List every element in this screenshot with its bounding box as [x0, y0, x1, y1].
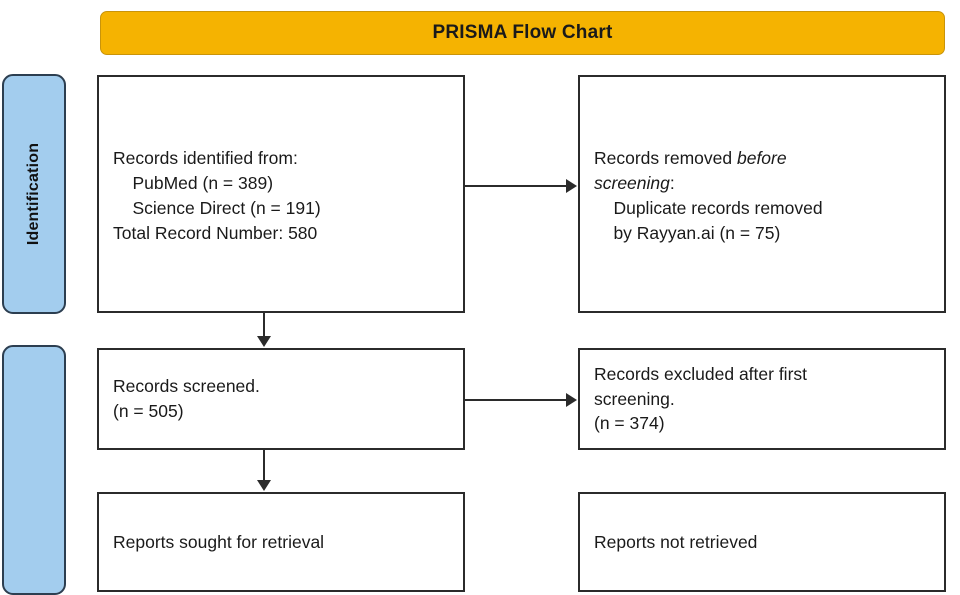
arrow-right-icon-screened-to-excluded	[566, 393, 577, 407]
arrow-down-icon-identified-to-screened	[257, 336, 271, 347]
flow-box-reports-sought: Reports sought for retrieval	[97, 492, 465, 592]
flow-box-records-removed: Records removed before screening: Duplic…	[578, 75, 946, 313]
arrow-down-icon-screened-to-sought	[257, 480, 271, 491]
flow-box-records-excluded-text: Records excluded after first screening. …	[594, 363, 808, 434]
stage-label-identification-text: Identification	[25, 142, 43, 246]
connector-identified-to-removed-line	[465, 185, 567, 187]
flow-box-reports-sought-text: Reports sought for retrieval	[113, 531, 325, 552]
flow-box-records-identified-text: Records identified from: PubMed (n = 389…	[113, 148, 321, 243]
removed-text-pre: Records removed	[594, 148, 737, 169]
connector-identified-to-screened-line	[263, 313, 265, 338]
stage-label-screening	[2, 345, 66, 595]
connector-screened-to-excluded-line	[465, 399, 567, 401]
removed-text-italic-before: before	[736, 148, 787, 169]
flow-box-records-identified: Records identified from: PubMed (n = 389…	[97, 75, 465, 313]
flow-box-records-screened: Records screened. (n = 505)	[97, 348, 465, 450]
page-title: PRISMA Flow Chart	[432, 22, 613, 43]
flow-box-records-removed-text: Records removed before screening: Duplic…	[594, 146, 930, 245]
flow-box-reports-not-retrieved-text: Reports not retrieved	[594, 531, 758, 552]
prisma-flow-chart-canvas: PRISMA Flow Chart Identification Records…	[2, 11, 946, 595]
removed-text-italic-screening: screening	[594, 173, 670, 194]
connector-screened-to-sought-line	[263, 450, 265, 482]
removed-text-post: : Duplicate records removed by Rayyan.ai…	[613, 173, 823, 243]
flow-box-records-screened-text: Records screened. (n = 505)	[113, 376, 260, 421]
stage-label-identification: Identification	[2, 74, 66, 314]
chart-title-banner: PRISMA Flow Chart	[100, 11, 945, 55]
arrow-right-icon-identified-to-removed	[566, 179, 577, 193]
flow-box-records-excluded: Records excluded after first screening. …	[578, 348, 946, 450]
flow-box-reports-not-retrieved: Reports not retrieved	[578, 492, 946, 592]
